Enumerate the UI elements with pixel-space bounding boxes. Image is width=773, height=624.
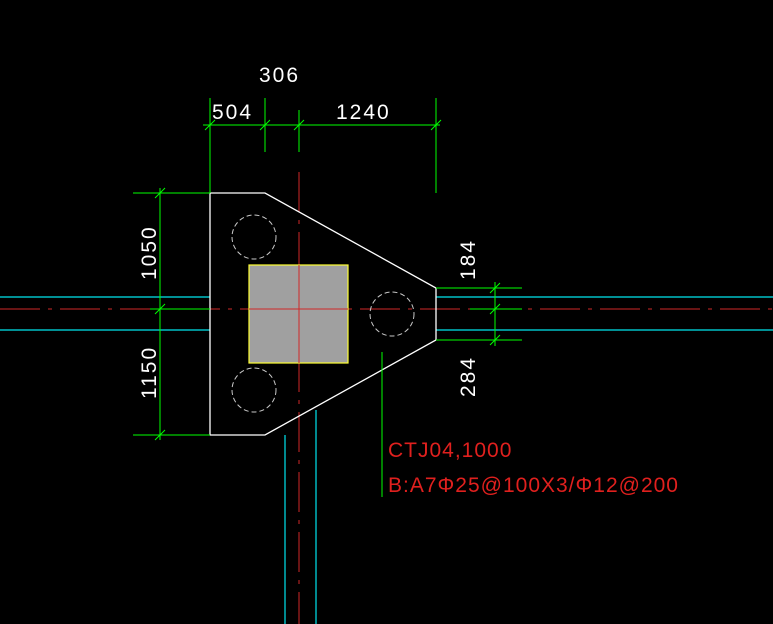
dim-top-tick-1 (204, 119, 216, 131)
pile-bottom-left (231, 367, 277, 413)
dim-left-tick-2 (154, 303, 166, 315)
dim-text-left-lower: 1150 (138, 346, 161, 399)
dim-text-top-left: 504 (212, 101, 253, 124)
dim-right-tick-1 (489, 282, 501, 294)
dim-text-left-upper: 1050 (138, 225, 161, 280)
dim-text-right-lower: 284 (457, 356, 480, 397)
dim-right-tick-3 (489, 334, 501, 346)
annotation-line-2: B:A7Φ25@100X3/Φ12@200 (388, 474, 679, 497)
beams (0, 296, 773, 624)
dim-top-tick-2 (259, 119, 271, 131)
pile-right (369, 291, 415, 337)
axis-lines (0, 172, 773, 624)
dim-top-tick-4 (430, 119, 442, 131)
dimension-lines (133, 98, 522, 497)
dim-text-right-upper: 184 (457, 239, 480, 280)
dim-top-tick-3 (293, 119, 305, 131)
pile-top-left (231, 214, 277, 260)
dim-text-top-right: 1240 (336, 101, 391, 124)
annotation-line-1: CTJ04,1000 (388, 439, 512, 462)
dim-text-top-mid: 306 (259, 64, 300, 87)
dim-left-tick-1 (154, 187, 166, 199)
dim-left-tick-3 (154, 429, 166, 441)
piles (231, 214, 415, 413)
dim-right-tick-2 (489, 303, 501, 315)
